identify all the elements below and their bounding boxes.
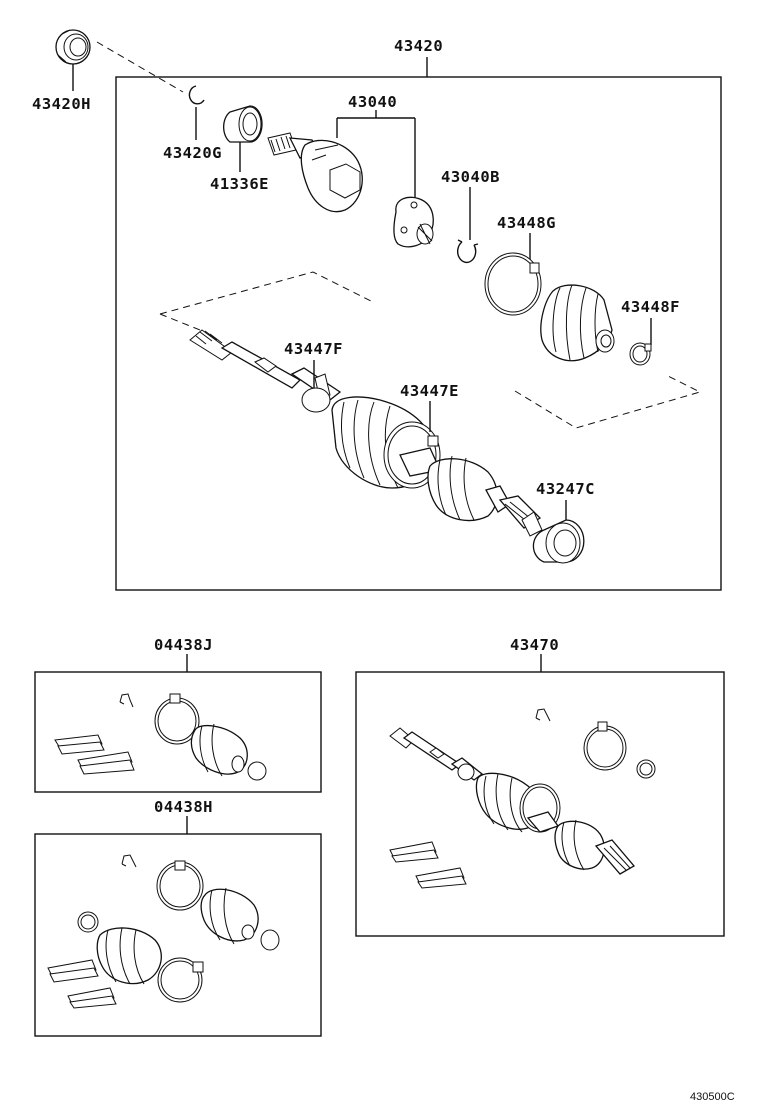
label-43448F[interactable]: 43448F: [621, 298, 680, 316]
label-43040B[interactable]: 43040B: [441, 168, 500, 186]
kit-04438J-contents: [54, 693, 267, 781]
part-drive-shaft[interactable]: [189, 329, 342, 401]
assembly-43470-contents: [389, 708, 656, 889]
part-43247C-seal[interactable]: [532, 519, 585, 564]
label-43420H[interactable]: 43420H: [32, 95, 91, 113]
part-43420H-seal[interactable]: [55, 29, 91, 65]
label-43447F[interactable]: 43447F: [284, 340, 343, 358]
label-43420[interactable]: 43420: [394, 37, 443, 55]
part-43040-outer-joint[interactable]: [267, 132, 363, 213]
label-43470[interactable]: 43470: [510, 636, 559, 654]
label-43420G[interactable]: 43420G: [163, 144, 222, 162]
part-43040B-inner-race[interactable]: [393, 196, 434, 248]
assembly-box-43420: [115, 76, 722, 591]
part-43447F-band[interactable]: [301, 387, 331, 413]
part-43040B-clip[interactable]: [456, 239, 479, 264]
kit-box-04438J: [34, 671, 322, 793]
part-inner-boot[interactable]: [331, 396, 441, 489]
part-outer-boot[interactable]: [540, 284, 615, 362]
diagram-code: 430500C: [690, 1091, 735, 1103]
kit-box-04438H: [34, 833, 322, 1037]
label-43447E[interactable]: 43447E: [400, 382, 459, 400]
assembly-box-43470: [355, 671, 725, 937]
label-04438H[interactable]: 04438H: [154, 798, 213, 816]
part-43448F-clamp[interactable]: [629, 342, 652, 366]
label-43448G[interactable]: 43448G: [497, 214, 556, 232]
label-04438J[interactable]: 04438J: [154, 636, 213, 654]
label-43040[interactable]: 43040: [348, 93, 397, 111]
part-inner-tripod-boot[interactable]: [427, 455, 543, 537]
part-43420G-snap-ring[interactable]: [188, 85, 205, 105]
part-43448G-band[interactable]: [484, 252, 542, 316]
label-43247C[interactable]: 43247C: [536, 480, 595, 498]
part-41336E-ring[interactable]: [223, 105, 263, 143]
label-41336E[interactable]: 41336E: [210, 175, 269, 193]
kit-04438H-contents: [47, 854, 280, 1009]
